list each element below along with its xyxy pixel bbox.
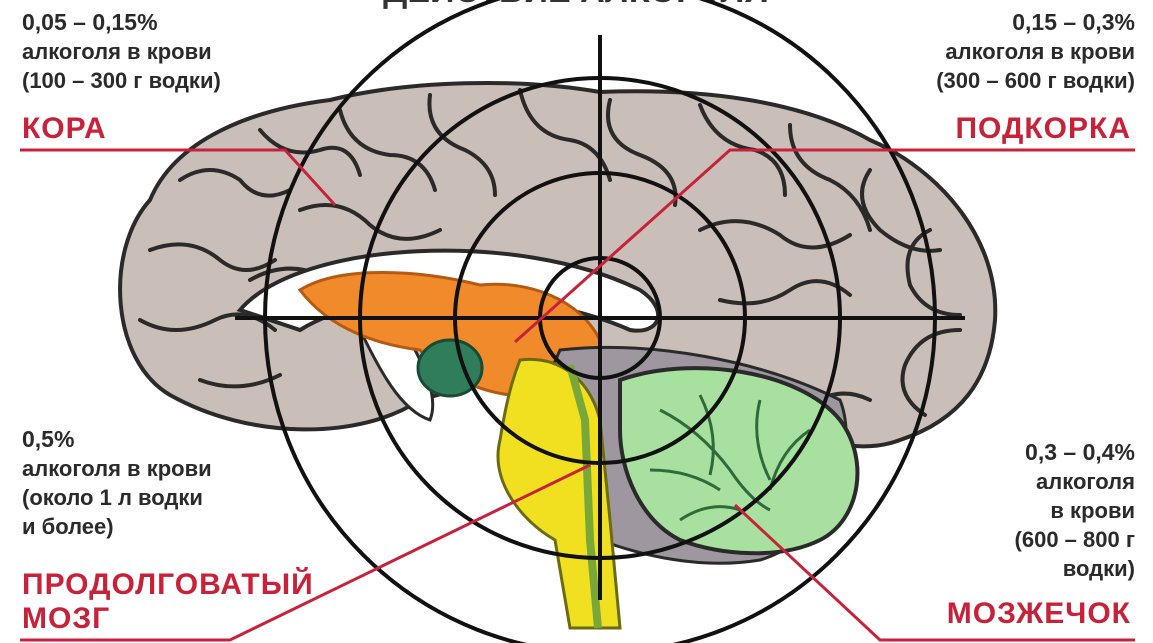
dose-vodka: (около 1 л водки: [22, 483, 212, 512]
dose-unit: алкоголя: [1015, 467, 1135, 496]
dose-percent: 0,5%: [22, 425, 212, 454]
region-medulla: ПРОДОЛГОВАТЫЙ МОЗГ: [22, 568, 314, 636]
label-subcortex-dose: 0,15 – 0,3% алкоголя в крови (300 – 600 …: [936, 8, 1135, 95]
dose-vodka-cont: и более): [22, 512, 212, 541]
dose-percent: 0,05 – 0,15%: [22, 8, 221, 37]
dose-unit: алкоголя в крови: [22, 454, 212, 483]
label-cerebellum-dose: 0,3 – 0,4% алкоголя в крови (600 – 800 г…: [1015, 438, 1135, 583]
dose-vodka: (300 – 600 г водки): [936, 66, 1135, 95]
label-cortex-dose: 0,05 – 0,15% алкоголя в крови (100 – 300…: [22, 8, 221, 95]
region-medulla-line1: ПРОДОЛГОВАТЫЙ: [22, 568, 314, 602]
region-medulla-line2: МОЗГ: [22, 602, 314, 636]
region-cortex: КОРА: [22, 112, 107, 146]
dose-unit: алкоголя в крови: [22, 37, 221, 66]
region-cerebellum: МОЗЖЕЧОК: [947, 597, 1131, 631]
dose-vodka-cont: водки): [1015, 554, 1135, 583]
dose-unit: алкоголя в крови: [936, 37, 1135, 66]
dose-vodka: (100 – 300 г водки): [22, 66, 221, 95]
dose-vodka: (600 – 800 г: [1015, 525, 1135, 554]
dose-percent: 0,15 – 0,3%: [936, 8, 1135, 37]
dose-unit-cont: в крови: [1015, 496, 1135, 525]
region-subcortex: ПОДКОРКА: [955, 112, 1131, 146]
label-medulla-dose: 0,5% алкоголя в крови (около 1 л водки и…: [22, 425, 212, 541]
dose-percent: 0,3 – 0,4%: [1015, 438, 1135, 467]
